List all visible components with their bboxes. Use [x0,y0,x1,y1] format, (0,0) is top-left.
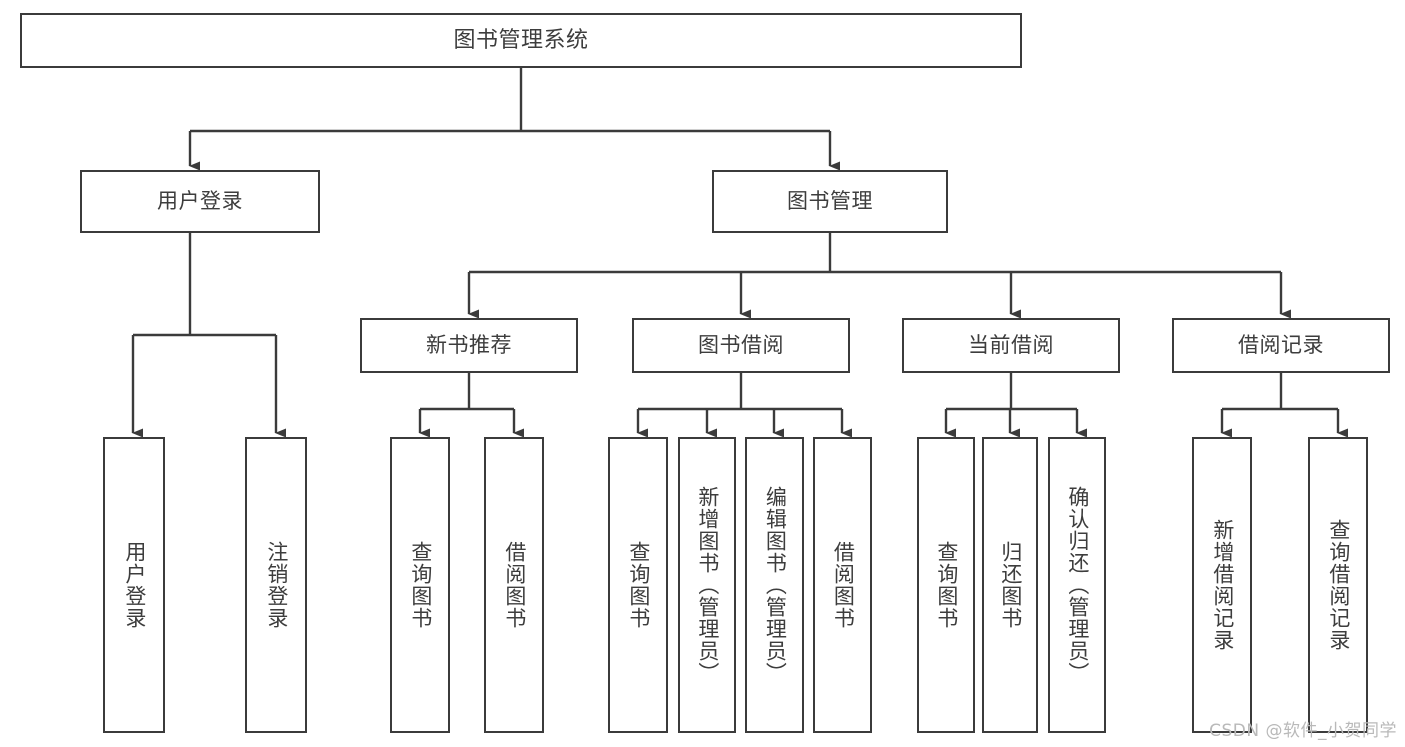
node-leaf-query-borrow-record-label: 查询借阅记录 [1326,519,1351,651]
node-leaf-borrow-book-2-label: 借阅图书 [831,541,856,629]
node-leaf-return-book-label: 归还图书 [998,541,1023,629]
node-leaf-logout-login-label: 注销登录 [264,541,289,629]
node-leaf-query-book-2[interactable]: 查询图书 [608,437,668,733]
connector-group-new-book-recommend [418,373,524,438]
node-leaf-user-login-label: 用户登录 [122,541,147,629]
node-leaf-borrow-book-1-label: 借阅图书 [502,541,527,629]
node-leaf-edit-book-admin[interactable]: 编辑图书（管理员） [745,437,804,733]
connector-group-borrow-record [1220,373,1348,438]
node-leaf-logout-login[interactable]: 注销登录 [245,437,307,733]
node-leaf-confirm-return-admin[interactable]: 确认归还（管理员） [1048,437,1106,733]
node-new-book-recommend[interactable]: 新书推荐 [360,318,578,373]
node-leaf-add-book-admin-label: 新增图书（管理员） [695,486,720,684]
node-leaf-return-book[interactable]: 归还图书 [982,437,1038,733]
node-leaf-add-borrow-record[interactable]: 新增借阅记录 [1192,437,1252,733]
node-user-login-label: 用户登录 [157,189,243,214]
node-leaf-borrow-book-2[interactable]: 借阅图书 [813,437,872,733]
node-borrow-record[interactable]: 借阅记录 [1172,318,1390,373]
node-leaf-add-borrow-record-label: 新增借阅记录 [1210,519,1235,651]
node-leaf-user-login[interactable]: 用户登录 [103,437,165,733]
node-leaf-query-book-3[interactable]: 查询图书 [917,437,975,733]
connector-group-user-login [131,233,286,438]
node-root-label: 图书管理系统 [453,27,589,53]
node-leaf-borrow-book-1[interactable]: 借阅图书 [484,437,544,733]
node-book-borrow[interactable]: 图书借阅 [632,318,850,373]
node-leaf-edit-book-admin-label: 编辑图书（管理员） [763,486,788,684]
node-current-borrow[interactable]: 当前借阅 [902,318,1120,373]
node-current-borrow-label: 当前借阅 [968,333,1054,358]
node-leaf-query-book-3-label: 查询图书 [934,541,959,629]
node-new-book-recommend-label: 新书推荐 [426,333,512,358]
node-leaf-query-book-2-label: 查询图书 [626,541,651,629]
node-leaf-query-book-1[interactable]: 查询图书 [390,437,450,733]
node-book-manage[interactable]: 图书管理 [712,170,948,233]
node-user-login[interactable]: 用户登录 [80,170,320,233]
connector-group-root [188,68,840,171]
node-leaf-add-book-admin[interactable]: 新增图书（管理员） [678,437,736,733]
node-borrow-record-label: 借阅记录 [1238,333,1324,358]
node-book-borrow-label: 图书借阅 [698,333,784,358]
connector-group-book-manage [467,233,1291,319]
node-book-manage-label: 图书管理 [787,189,873,214]
connector-group-book-borrow [636,373,852,438]
node-root[interactable]: 图书管理系统 [20,13,1022,68]
connector-group-current-borrow [944,373,1087,438]
node-leaf-query-book-1-label: 查询图书 [408,541,433,629]
node-leaf-query-borrow-record[interactable]: 查询借阅记录 [1308,437,1368,733]
node-leaf-confirm-return-admin-label: 确认归还（管理员） [1065,486,1090,684]
